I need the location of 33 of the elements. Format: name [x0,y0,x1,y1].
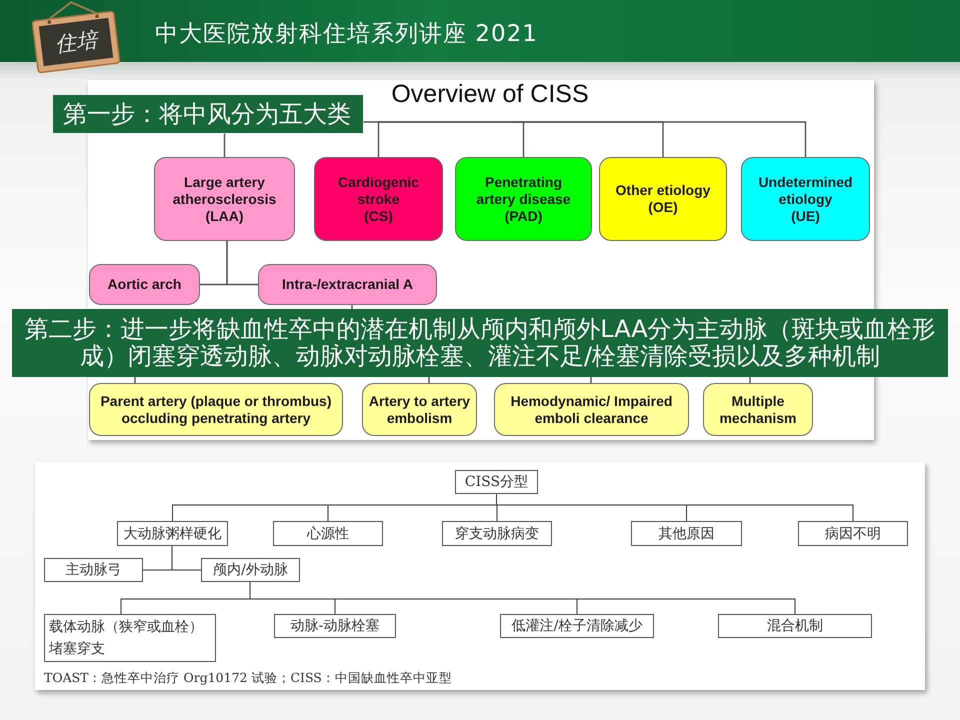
subtype-box: 颅内/外动脉 [201,558,300,582]
step-banner: 第一步：将中风分为五大类 [53,95,363,133]
category-box: 穿支动脉病变 [442,521,552,546]
category-box: 大动脉粥样硬化 [117,521,228,546]
category-box: Undetermined etiology (UE) [741,157,870,241]
connector-line [172,546,202,570]
root-box: CISS分型 [455,470,538,494]
category-box: Penetrating artery disease (PAD) [455,157,592,241]
footnote: TOAST：急性卒中治疗 Org10172 试验；CISS：中国缺血性卒中亚型 [44,669,453,687]
mechanism-box: 混合机制 [718,614,872,638]
mechanism-box: 载体动脉（狭窄或血栓）堵塞穿支 [44,614,216,662]
connector-line [512,121,806,158]
chart-title: Overview of CISS [390,79,590,110]
category-box: 病因不明 [798,521,908,546]
step-banner: 第二步：进一步将缺血性卒中的潜在机制从颅内和颅外LAA分为主动脉（斑块或血栓形成）闭塞穿透动脉、动脉对动脉栓塞、灌注不足/栓塞清除受损以及多种机制 [12,309,948,377]
mechanism-box: Artery to artery embolism [362,383,477,436]
connector-line [226,240,259,286]
subtype-box: Intra-/extracranial A [258,264,437,305]
mechanism-box: 动脉-动脉栓塞 [274,614,396,638]
category-box: 心源性 [273,521,383,546]
category-box: 其他原因 [631,521,742,546]
slide-title: 中大医院放射科住培系列讲座 2021 [155,20,538,49]
mechanism-box: Hemodynamic/ Impaired emboli clearance [494,383,689,436]
mechanism-box: Multiple mechanism [703,383,813,436]
connector-line [378,121,514,158]
category-box: Other etiology (OE) [599,157,727,241]
category-box: Cardiogenic stroke (CS) [314,157,443,241]
subtype-box: 主动脉弓 [44,558,143,582]
subtype-box: Aortic arch [89,264,200,305]
mechanism-box: Parent artery (plaque or thrombus) occluding penetrating artery [89,383,343,436]
mechanism-box: 低灌注/栓子清除减少 [500,614,654,638]
chalkboard-text: 住培 [52,26,100,58]
category-box: Large artery atherosclerosis (LAA) [154,157,295,241]
